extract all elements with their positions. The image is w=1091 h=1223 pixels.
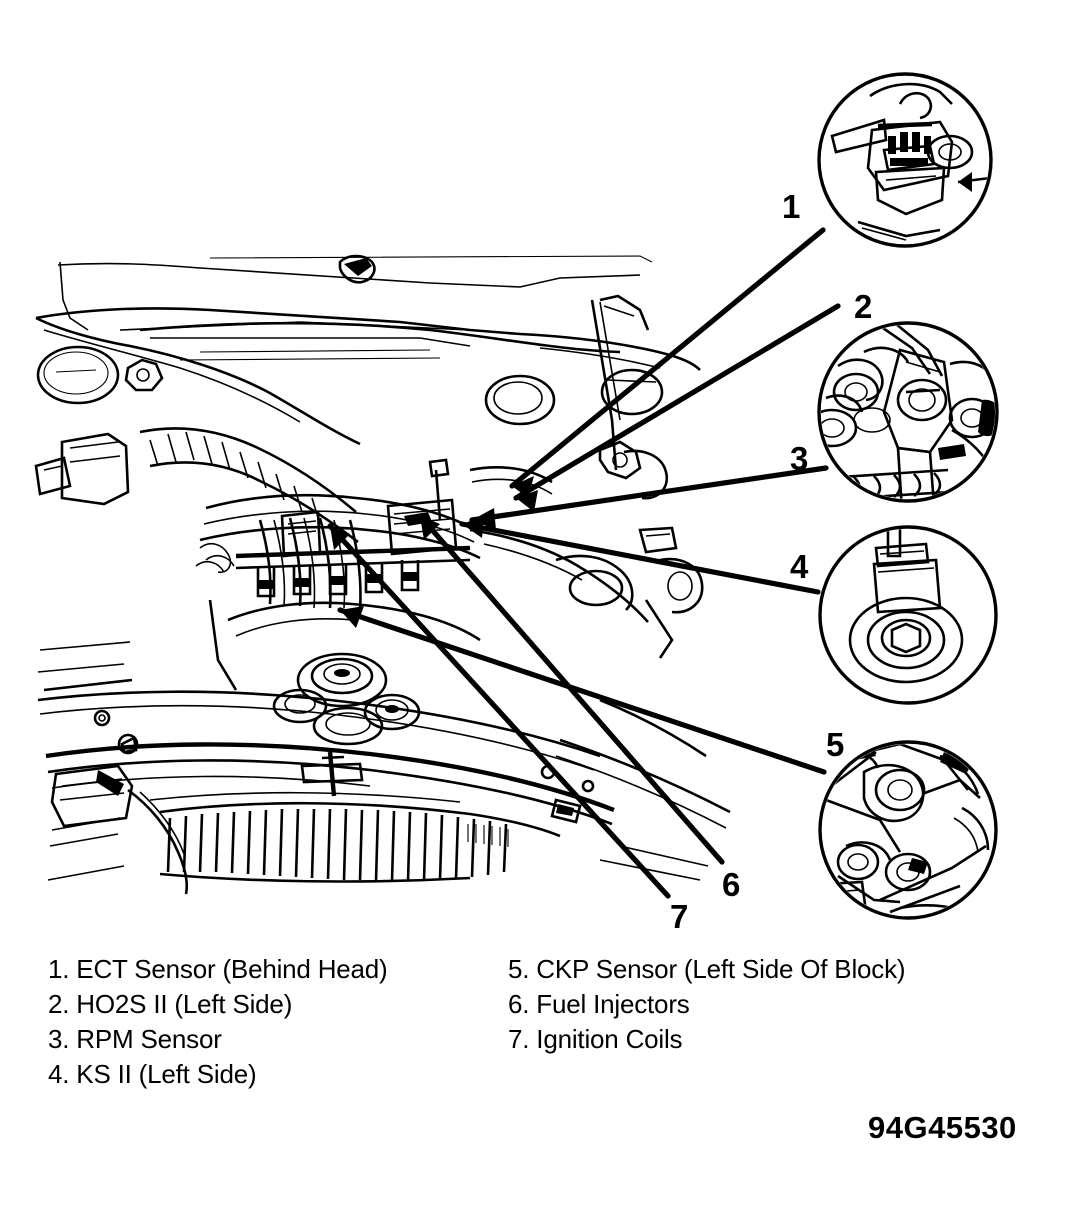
legend-item: 7. Ignition Coils bbox=[508, 1024, 683, 1054]
detail-circle-4: 4 bbox=[790, 525, 998, 705]
callout-number-7: 7 bbox=[670, 898, 688, 935]
leader-line-7 bbox=[327, 523, 671, 899]
callout-number-2: 2 bbox=[854, 288, 872, 325]
leader-line-4 bbox=[459, 521, 821, 595]
callout-number-5: 5 bbox=[826, 726, 844, 763]
leader-line-5 bbox=[337, 607, 827, 775]
leader-line-1 bbox=[509, 227, 826, 489]
legend-item: 2. HO2S II (Left Side) bbox=[48, 989, 293, 1019]
legend-item: 6. Fuel Injectors bbox=[508, 989, 690, 1019]
legend-item: 3. RPM Sensor bbox=[48, 1024, 222, 1054]
detail-circle-5: 5 bbox=[818, 726, 998, 920]
legend-column-left: 1. ECT Sensor (Behind Head) 2. HO2S II (… bbox=[48, 952, 498, 1092]
engine-bay-illustration bbox=[34, 254, 731, 895]
callout-number-3: 3 bbox=[790, 440, 808, 477]
legend-item: 1. ECT Sensor (Behind Head) bbox=[48, 954, 388, 984]
detail-circle-2-3: 2 3 bbox=[790, 288, 999, 503]
legend-column-right: 5. CKP Sensor (Left Side Of Block) 6. Fu… bbox=[508, 952, 1038, 1057]
legend-item: 4. KS II (Left Side) bbox=[48, 1059, 257, 1089]
leader-line-3 bbox=[469, 465, 829, 523]
detail-circle-1: 1 bbox=[782, 72, 993, 248]
leader-line-6 bbox=[417, 513, 725, 865]
callout-number-4: 4 bbox=[790, 548, 809, 585]
figure-id-label: 94G45530 bbox=[868, 1110, 1017, 1145]
legend-item: 5. CKP Sensor (Left Side Of Block) bbox=[508, 954, 906, 984]
leader-lines bbox=[327, 227, 841, 899]
leader-line-2 bbox=[513, 303, 841, 501]
callout-number-1: 1 bbox=[782, 188, 800, 225]
callout-number-6: 6 bbox=[722, 866, 740, 903]
